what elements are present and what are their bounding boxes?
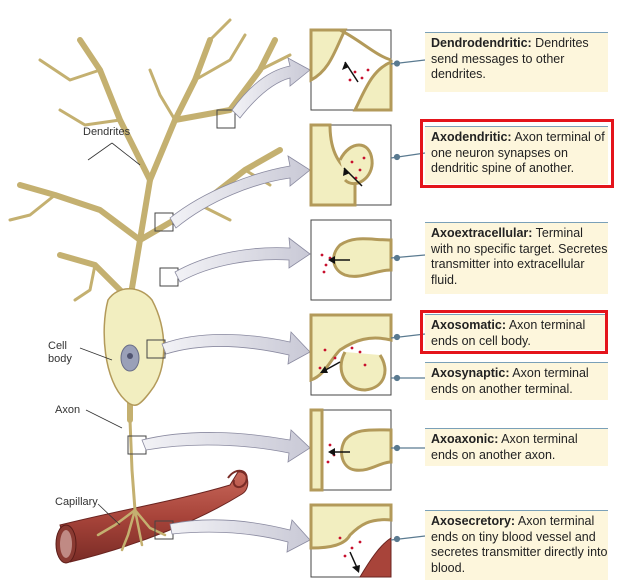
arrow-3 — [174, 237, 311, 283]
definition: Axon terminal ends on another axon. — [431, 432, 578, 462]
definition: Axon terminal ends on tiny blood vessel … — [431, 514, 608, 575]
term: Axoaxonic: — [431, 432, 499, 446]
panel-axosomatic — [309, 313, 393, 396]
term: Axoextracellular: — [431, 226, 533, 240]
desc-dendrodendritic: Dendrodendritic: Dendrites send messages… — [425, 32, 608, 92]
definition: Terminal with no specific target. Secret… — [431, 226, 608, 287]
panel-axodendritic — [309, 123, 392, 207]
definition: Axon terminal ends on another terminal. — [431, 366, 589, 396]
highlight-axosomatic — [420, 310, 608, 354]
panel-axoaxonic — [309, 408, 393, 492]
label-axon: Axon — [55, 404, 81, 416]
panel-axosecretory — [309, 503, 393, 578]
term: Axosecretory: — [431, 514, 516, 528]
desc-axosomatic: Axosomatic: Axon terminal ends on cell b… — [425, 314, 608, 350]
label-cell-body: Cell body — [48, 340, 72, 365]
desc-axosynaptic: Axosynaptic: Axon terminal ends on anoth… — [425, 362, 608, 400]
term: Axodendritic: — [431, 130, 512, 144]
desc-axoaxonic: Axoaxonic: Axon terminal ends on another… — [425, 428, 608, 466]
panel-axoextracellular — [310, 219, 393, 301]
label-dendrites: Dendrites — [83, 126, 131, 138]
panel-connectors — [390, 59, 426, 543]
label-leaders — [79, 142, 141, 526]
term: Dendrodendritic: — [431, 36, 532, 50]
arrow-1 — [231, 57, 311, 119]
definition: Dendrites send messages to other dendrit… — [431, 36, 589, 81]
marker-dendrodendritic — [216, 109, 236, 129]
neuron — [8, 18, 292, 552]
arrow-5 — [141, 429, 311, 463]
pointer-arrows — [141, 57, 311, 553]
desc-axosecretory: Axosecretory: Axon terminal ends on tiny… — [425, 510, 608, 580]
term: Axosynaptic: — [431, 366, 510, 380]
arrow-2 — [169, 155, 311, 229]
cell-body-soma — [103, 288, 165, 407]
detail-panels — [309, 28, 393, 578]
arrow-6 — [169, 519, 311, 553]
marker-axoextracellular — [159, 267, 179, 287]
desc-axodendritic: Axodendritic: Axon terminal of one neuro… — [425, 126, 608, 184]
desc-axoextracellular: Axoextracellular: Terminal with no speci… — [425, 222, 608, 294]
definition: Axon terminal of one neuron synapses on … — [431, 130, 605, 175]
location-markers — [127, 109, 236, 540]
panel-dendrodendritic — [309, 28, 393, 112]
highlight-axodendritic — [420, 119, 614, 188]
definition: Axon terminal ends on cell body. — [431, 318, 586, 348]
label-capillary: Capillary — [55, 496, 98, 508]
capillary-vessel — [55, 469, 249, 564]
arrow-4 — [161, 331, 311, 365]
term: Axosomatic: — [431, 318, 507, 332]
